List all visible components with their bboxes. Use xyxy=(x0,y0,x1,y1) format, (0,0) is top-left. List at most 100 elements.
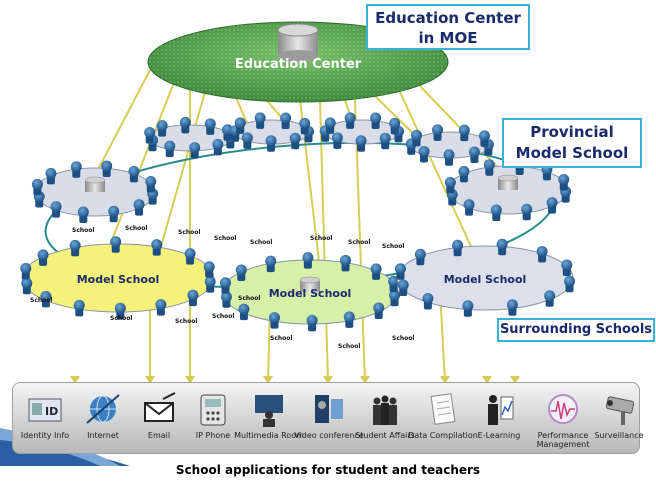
school-node xyxy=(40,290,52,308)
school-label: School xyxy=(125,225,147,232)
envelope-icon xyxy=(144,392,176,422)
application-label: Performance Management xyxy=(536,431,590,449)
application-label: Identity Info xyxy=(20,431,70,440)
school-node xyxy=(370,112,382,130)
phone-icon xyxy=(200,394,226,426)
school-node xyxy=(344,112,356,129)
school-node xyxy=(373,302,385,319)
surrounding-callout: Surrounding Schools xyxy=(497,318,655,342)
application-item: Data Compilation xyxy=(408,385,478,451)
school-label: School xyxy=(310,235,332,242)
school-node xyxy=(463,199,475,216)
education-center-label: Education Center xyxy=(235,57,362,72)
model-school-label: Model School xyxy=(77,273,160,286)
application-item: Video conference xyxy=(294,385,364,451)
school-node xyxy=(299,117,311,135)
school-node xyxy=(458,165,470,183)
application-label: Surveillance xyxy=(594,431,644,440)
school-node xyxy=(331,132,343,149)
people-icon xyxy=(373,395,397,425)
school-node xyxy=(521,203,533,221)
school-node xyxy=(302,252,314,269)
school-node xyxy=(355,135,367,152)
school-node xyxy=(452,239,464,257)
id-card-icon: ID xyxy=(28,398,62,422)
school-label: School xyxy=(392,335,414,342)
school-node xyxy=(204,118,216,135)
presenter-icon xyxy=(255,395,283,427)
school-node xyxy=(536,245,548,263)
school-node xyxy=(490,204,502,222)
school-node xyxy=(145,176,157,193)
school-label: School xyxy=(178,229,200,236)
school-node xyxy=(37,249,49,266)
school-node xyxy=(389,117,401,135)
application-item: Internet xyxy=(73,385,133,451)
school-node xyxy=(544,290,556,307)
model-school-label: Model School xyxy=(444,273,527,286)
school-node xyxy=(70,161,82,178)
school-node xyxy=(108,205,120,223)
school-node xyxy=(432,124,444,141)
school-label: School xyxy=(110,315,132,322)
school-node xyxy=(128,165,140,183)
chart-icon xyxy=(548,394,578,424)
school-node xyxy=(289,132,301,150)
svg-text:ID: ID xyxy=(45,405,58,418)
globe-icon xyxy=(86,394,120,424)
school-node xyxy=(546,197,558,214)
school-node xyxy=(234,117,246,134)
school-label: School xyxy=(270,335,292,342)
school-node xyxy=(101,160,113,177)
provincial-callout: Provincial Model School xyxy=(502,118,642,168)
school-node xyxy=(444,176,456,194)
school-node xyxy=(187,289,199,307)
school-node xyxy=(155,299,167,316)
school-node xyxy=(422,293,434,310)
school-node xyxy=(443,149,455,166)
camera-icon xyxy=(605,396,635,425)
school-node xyxy=(306,314,318,332)
school-label: School xyxy=(214,235,236,242)
school-node xyxy=(151,239,163,256)
center-links xyxy=(89,69,511,383)
school-node xyxy=(268,312,280,329)
school-node xyxy=(394,263,406,280)
school-node xyxy=(340,254,352,272)
school-node xyxy=(203,261,215,278)
school-node xyxy=(114,302,126,320)
school-label: School xyxy=(250,239,272,246)
application-label: Student Affairs xyxy=(355,431,415,440)
school-node xyxy=(564,275,576,293)
application-item: IP Phone xyxy=(183,385,243,451)
school-node xyxy=(483,159,495,176)
moe-callout: Education Center in MOE xyxy=(366,4,530,50)
school-node xyxy=(265,135,277,152)
school-node xyxy=(458,124,470,142)
school-node xyxy=(418,146,430,163)
application-item: Student Affairs xyxy=(355,385,415,451)
school-node xyxy=(254,112,266,129)
school-node xyxy=(73,299,85,317)
school-node xyxy=(280,112,292,130)
application-item: Email xyxy=(129,385,189,451)
application-label: Internet xyxy=(87,431,119,440)
school-label: School xyxy=(212,313,234,320)
school-node xyxy=(411,129,423,147)
school-node xyxy=(189,142,201,159)
school-node xyxy=(20,262,32,280)
school-node xyxy=(561,259,573,277)
school-label: School xyxy=(348,239,370,246)
application-item: E-Learning xyxy=(469,385,529,451)
school-node xyxy=(324,117,336,134)
application-label: Multimedia Room xyxy=(234,431,304,440)
school-label: School xyxy=(382,243,404,250)
school-node xyxy=(238,303,250,321)
application-item: Performance Management xyxy=(533,385,593,451)
application-item: ID Identity Info xyxy=(15,385,75,451)
application-item: Surveillance xyxy=(589,385,649,451)
video-icon xyxy=(315,395,343,423)
school-node xyxy=(204,276,216,293)
school-node xyxy=(370,263,382,280)
